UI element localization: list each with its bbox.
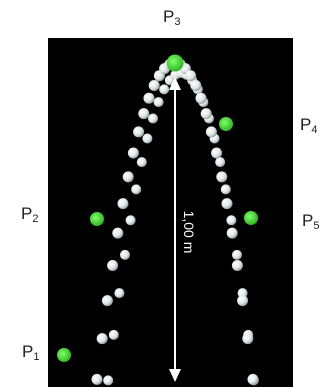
trail-ball <box>242 333 254 345</box>
height-label: 1,00 m <box>181 211 197 254</box>
trail-ball <box>120 249 130 260</box>
trail-ball <box>211 147 223 159</box>
point-label-p1: P1 <box>22 342 40 363</box>
trail-ball <box>142 133 153 144</box>
trail-ball <box>125 215 136 226</box>
trail-ball <box>143 92 155 104</box>
trail-ball <box>122 171 134 183</box>
trail-ball <box>153 97 164 108</box>
trail-ball <box>114 288 125 299</box>
trail-ball <box>190 80 202 91</box>
trail-ball <box>136 157 147 168</box>
point-label-p5: P5 <box>302 211 320 232</box>
trail-ball <box>216 171 228 183</box>
trail-ball <box>138 108 150 120</box>
point-label-p2: P2 <box>21 204 39 225</box>
height-arrow-head-bottom <box>169 369 181 382</box>
trail-ball <box>159 84 170 95</box>
trail-ball <box>131 184 142 195</box>
trail-ball <box>205 126 217 138</box>
trail-ball <box>148 113 158 124</box>
height-arrow <box>169 77 181 382</box>
point-p2-marker <box>90 212 104 226</box>
point-p1-marker <box>57 348 71 362</box>
trail-ball <box>221 198 233 210</box>
point-label-p3: P3 <box>163 7 181 28</box>
trail-ball <box>133 126 145 138</box>
trail-ball <box>237 288 248 299</box>
point-p5-marker <box>244 211 258 225</box>
height-arrow-head-top <box>169 77 181 90</box>
trail-ball <box>148 80 160 91</box>
highlighted-positions <box>57 54 258 362</box>
trail-ball <box>112 227 124 239</box>
trail-ball <box>101 295 113 307</box>
trail-ball <box>231 260 243 271</box>
trail-ball <box>185 70 197 82</box>
trail-ball <box>107 260 119 271</box>
trail-ball <box>232 249 242 260</box>
trail-ball <box>103 375 114 386</box>
trail-ball <box>127 147 139 159</box>
trail-ball <box>195 92 207 104</box>
trail-ball <box>220 184 231 195</box>
point-p3-marker <box>166 54 184 72</box>
trail-ball <box>226 227 238 239</box>
trail-ball <box>237 295 249 307</box>
trail-ball <box>91 373 103 385</box>
point-p4-marker <box>219 117 233 131</box>
trail-ball <box>96 333 108 345</box>
trail-ball <box>215 157 226 168</box>
trail-ball <box>108 329 119 340</box>
trail-ball <box>200 108 212 120</box>
trail-ball <box>247 373 259 385</box>
ball-trail-back <box>103 68 259 386</box>
point-label-p4: P4 <box>300 115 318 136</box>
trail-ball <box>226 215 237 226</box>
trail-ball <box>117 198 129 210</box>
